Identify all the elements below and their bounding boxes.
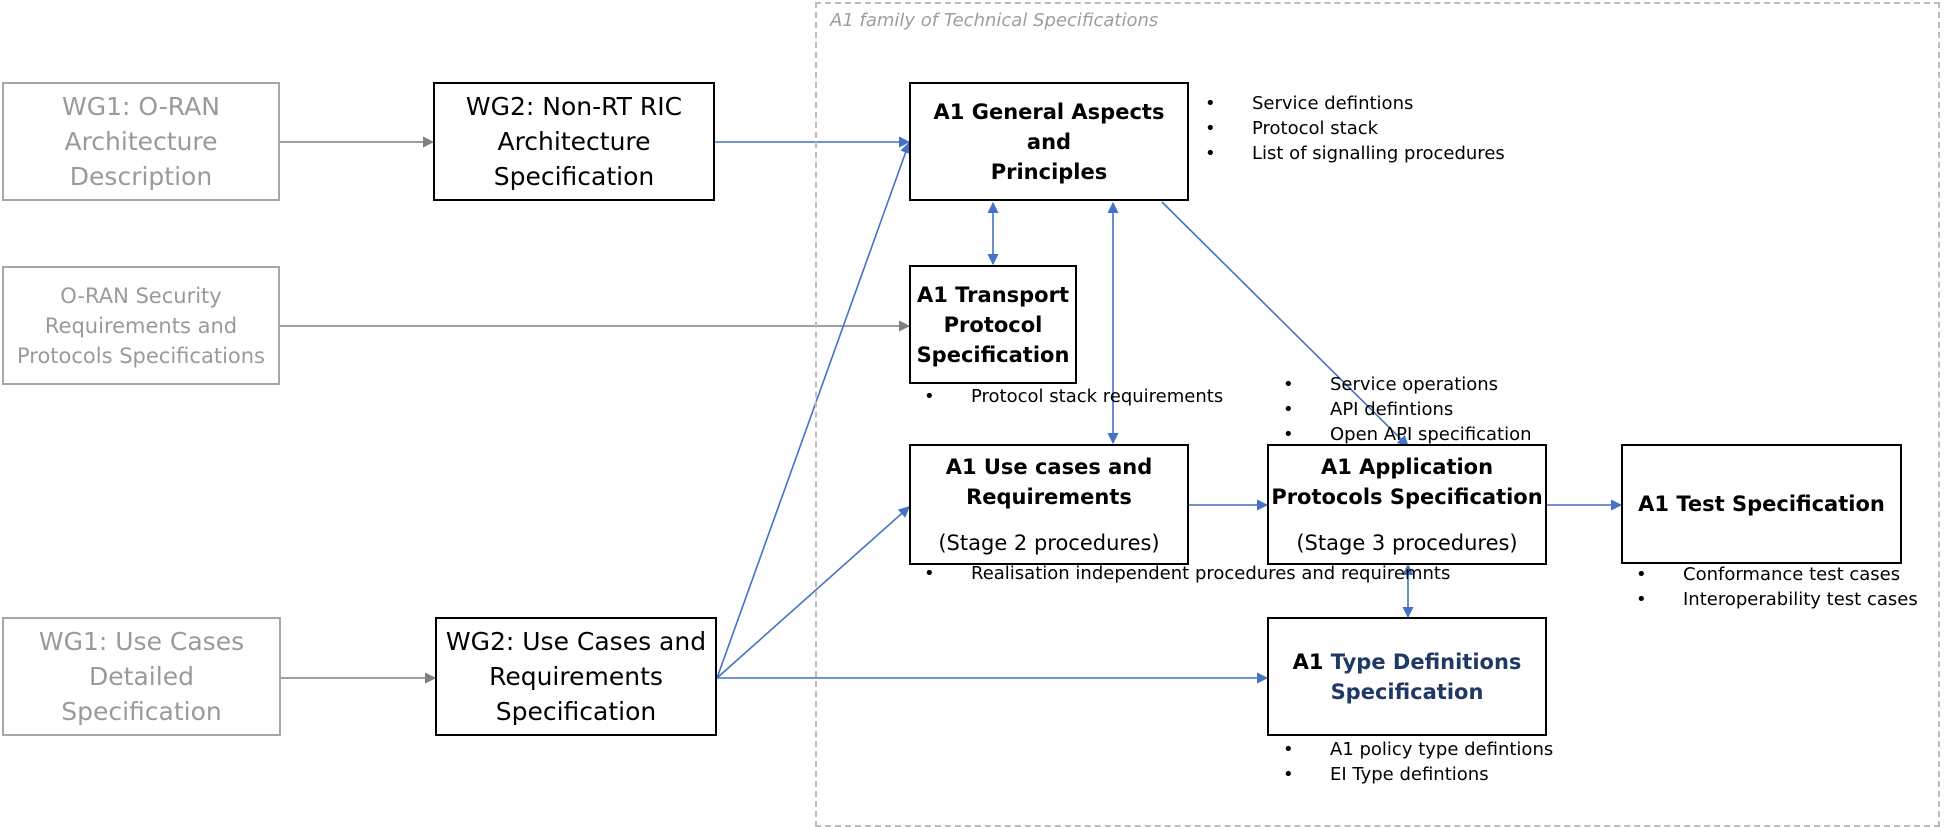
- box-line: WG1: O-RAN: [62, 92, 220, 121]
- box-line: Specification: [61, 697, 222, 726]
- box-line: A1 Use cases and: [945, 454, 1153, 479]
- a1-prefix: A1: [1292, 649, 1324, 674]
- box-line: Protocols Specifications: [16, 343, 265, 368]
- wg2-architecture-box: WG2: Non-RT RIC Architecture Specificati…: [433, 82, 715, 201]
- application-protocols-box: A1 Application Protocols Specification (…: [1267, 444, 1547, 565]
- a1-family-label: A1 family of Technical Specifications: [830, 10, 1159, 31]
- box-line: Specification: [495, 697, 657, 726]
- box-line: Requirements and: [44, 313, 238, 338]
- test-spec-box: A1 Test Specification: [1621, 444, 1902, 564]
- box-line: Specification: [1330, 679, 1484, 704]
- box-line: A1 Type Definitions: [1293, 647, 1522, 677]
- box-line: Principles: [990, 159, 1108, 184]
- bullet-item: EI Type defintions: [1283, 762, 1553, 787]
- general-aspects-bullets: Service defintions Protocol stack List o…: [1205, 91, 1505, 166]
- box-line: A1 Test Specification: [1638, 492, 1885, 516]
- box-line: Requirements: [489, 662, 663, 691]
- stage-label: (Stage 3 procedures): [1296, 530, 1518, 555]
- type-definitions-bullets: A1 policy type defintions EI Type defint…: [1283, 737, 1553, 787]
- box-line: A1 General Aspects and: [933, 99, 1165, 154]
- bullet-item: Service defintions: [1205, 91, 1505, 116]
- arrow-wg2-usecases-to-general: [716, 141, 911, 679]
- box-line: Architecture: [64, 127, 218, 156]
- wg1-architecture-box: WG1: O-RAN Architecture Description: [2, 82, 280, 201]
- box-line: WG2: Use Cases and: [445, 627, 707, 656]
- box-line: Requirements: [966, 484, 1132, 509]
- bullet-item: List of signalling procedures: [1205, 141, 1505, 166]
- use-cases-requirements-bullets: Realisation independent procedures and r…: [924, 561, 1450, 586]
- wg1-use-cases-box: WG1: Use Cases Detailed Specification: [2, 617, 281, 736]
- bullet-item: Conformance test cases: [1636, 562, 1918, 587]
- type-definitions-title: Type Definitions: [1330, 649, 1522, 674]
- bullet-item: Protocol stack requirements: [924, 384, 1223, 409]
- type-definitions-box: A1 Type Definitions Specification: [1267, 617, 1547, 736]
- box-line: Specification: [916, 342, 1070, 367]
- bullet-item: API defintions: [1283, 397, 1532, 422]
- bullet-line: Realisation independent: [971, 563, 1190, 584]
- box-line: O-RAN Security: [60, 283, 222, 308]
- wg2-use-cases-box: WG2: Use Cases and Requirements Specific…: [435, 617, 717, 736]
- box-line: A1 Transport: [916, 282, 1070, 307]
- arrow-wg2-usecases-to-usecases: [716, 506, 910, 679]
- application-protocols-bullets: Service operations API defintions Open A…: [1283, 372, 1532, 447]
- transport-protocol-box: A1 Transport Protocol Specification: [909, 265, 1077, 384]
- box-line: Detailed: [89, 662, 194, 691]
- box-line: Architecture: [497, 127, 651, 156]
- transport-protocol-bullets: Protocol stack requirements: [924, 384, 1223, 409]
- box-line: Specification: [493, 162, 655, 191]
- bullet-item: Interoperability test cases: [1636, 587, 1918, 612]
- security-specs-box: O-RAN Security Requirements and Protocol…: [2, 266, 280, 385]
- box-line: A1 Application: [1320, 454, 1494, 479]
- bullet-item: Open API specification: [1283, 422, 1532, 447]
- box-line: Description: [69, 162, 213, 191]
- general-aspects-box: A1 General Aspects and Principles: [909, 82, 1189, 201]
- stage-label: (Stage 2 procedures): [938, 530, 1160, 555]
- bullet-item: Realisation independent procedures and r…: [924, 561, 1450, 586]
- box-line: WG2: Non-RT RIC: [465, 92, 683, 121]
- box-line: Protocols Specification: [1271, 484, 1543, 509]
- bullet-item: Protocol stack: [1205, 116, 1505, 141]
- test-spec-bullets: Conformance test cases Interoperability …: [1636, 562, 1918, 612]
- bullet-item: Service operations: [1283, 372, 1532, 397]
- bullet-line: procedures and requiremnts: [1194, 563, 1451, 584]
- bullet-item: A1 policy type defintions: [1283, 737, 1553, 762]
- use-cases-requirements-box: A1 Use cases and Requirements (Stage 2 p…: [909, 444, 1189, 565]
- box-line: Protocol: [943, 312, 1043, 337]
- box-line: WG1: Use Cases: [38, 627, 245, 656]
